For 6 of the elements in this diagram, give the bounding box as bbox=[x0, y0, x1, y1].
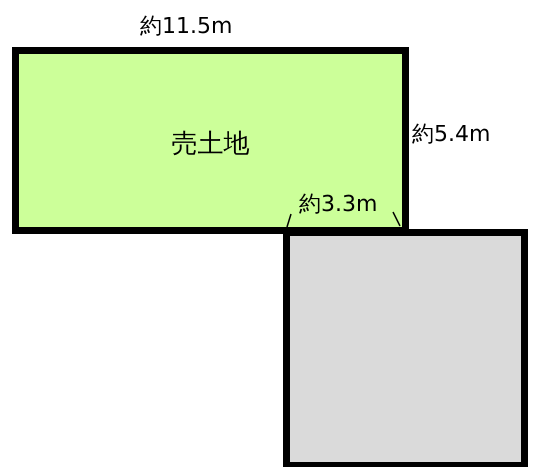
dimension-label: 約11.5m bbox=[140, 14, 232, 40]
dimension-label: 約3.3m bbox=[299, 192, 378, 218]
lot-plot bbox=[12, 47, 409, 234]
plot-label: 売土地 bbox=[172, 128, 250, 161]
plot-box bbox=[283, 229, 528, 467]
dimension-label: 約5.4m bbox=[412, 122, 490, 148]
